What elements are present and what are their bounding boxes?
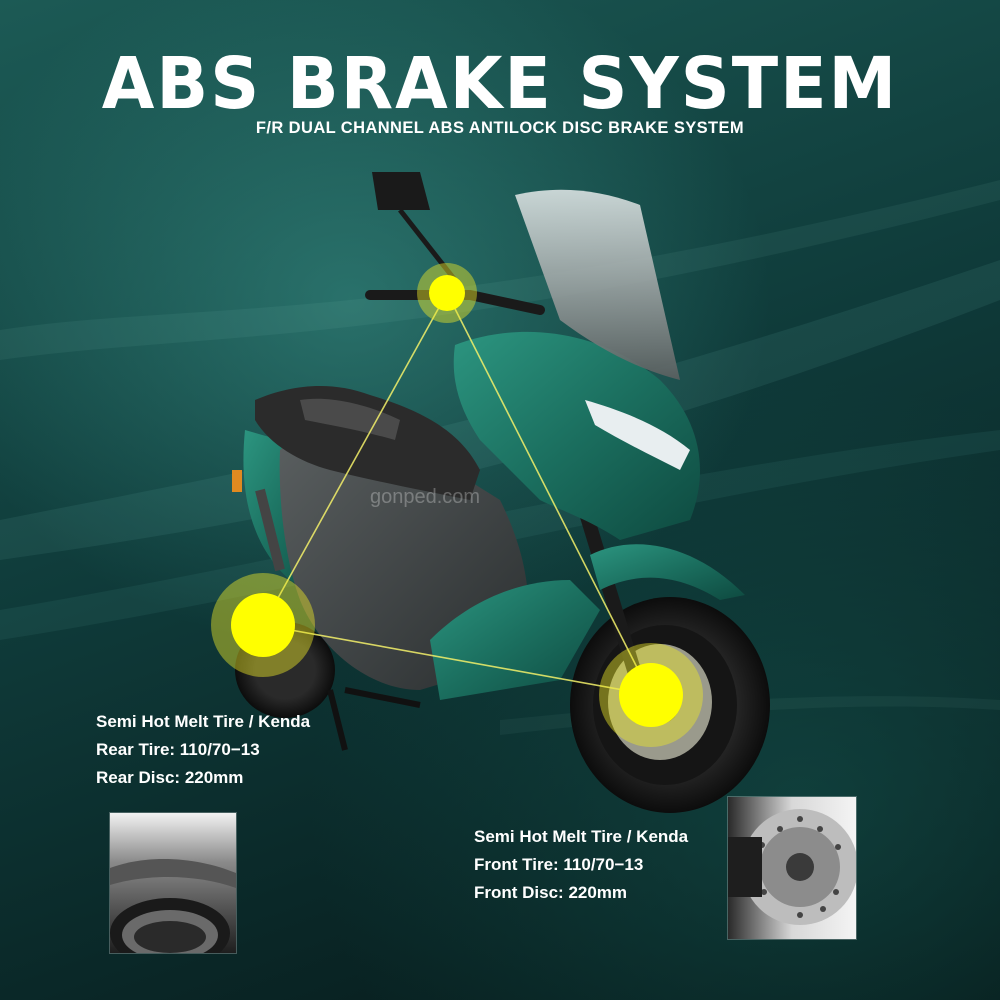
rear-spec: Semi Hot Melt Tire / Kenda Rear Tire: 11… — [96, 708, 310, 792]
page-subtitle: F/R DUAL CHANNEL ABS ANTILOCK DISC BRAKE… — [255, 119, 745, 137]
handlebar-marker — [417, 263, 477, 323]
rear-spec-line: Semi Hot Melt Tire / Kenda — [96, 712, 311, 731]
rear-brake-marker — [211, 573, 315, 677]
front-spec: Semi Hot Melt Tire / Kenda Front Tire: 1… — [474, 823, 688, 907]
watermark: gonped.com — [370, 486, 481, 508]
rear-spec-line: Rear Tire: 110/70−13 — [96, 740, 260, 759]
rear-spec-line: Rear Disc: 220mm — [96, 768, 244, 787]
front-brake-photo — [727, 796, 857, 940]
connector-lines — [262, 292, 652, 696]
front-spec-line: Semi Hot Melt Tire / Kenda — [474, 827, 689, 846]
front-brake-marker — [599, 643, 703, 747]
front-spec-line: Front Disc: 220mm — [474, 883, 628, 902]
rear-brake-photo — [109, 812, 237, 954]
front-spec-line: Front Tire: 110/70−13 — [474, 855, 644, 874]
page-title: ABS BRAKE SYSTEM — [101, 43, 899, 126]
